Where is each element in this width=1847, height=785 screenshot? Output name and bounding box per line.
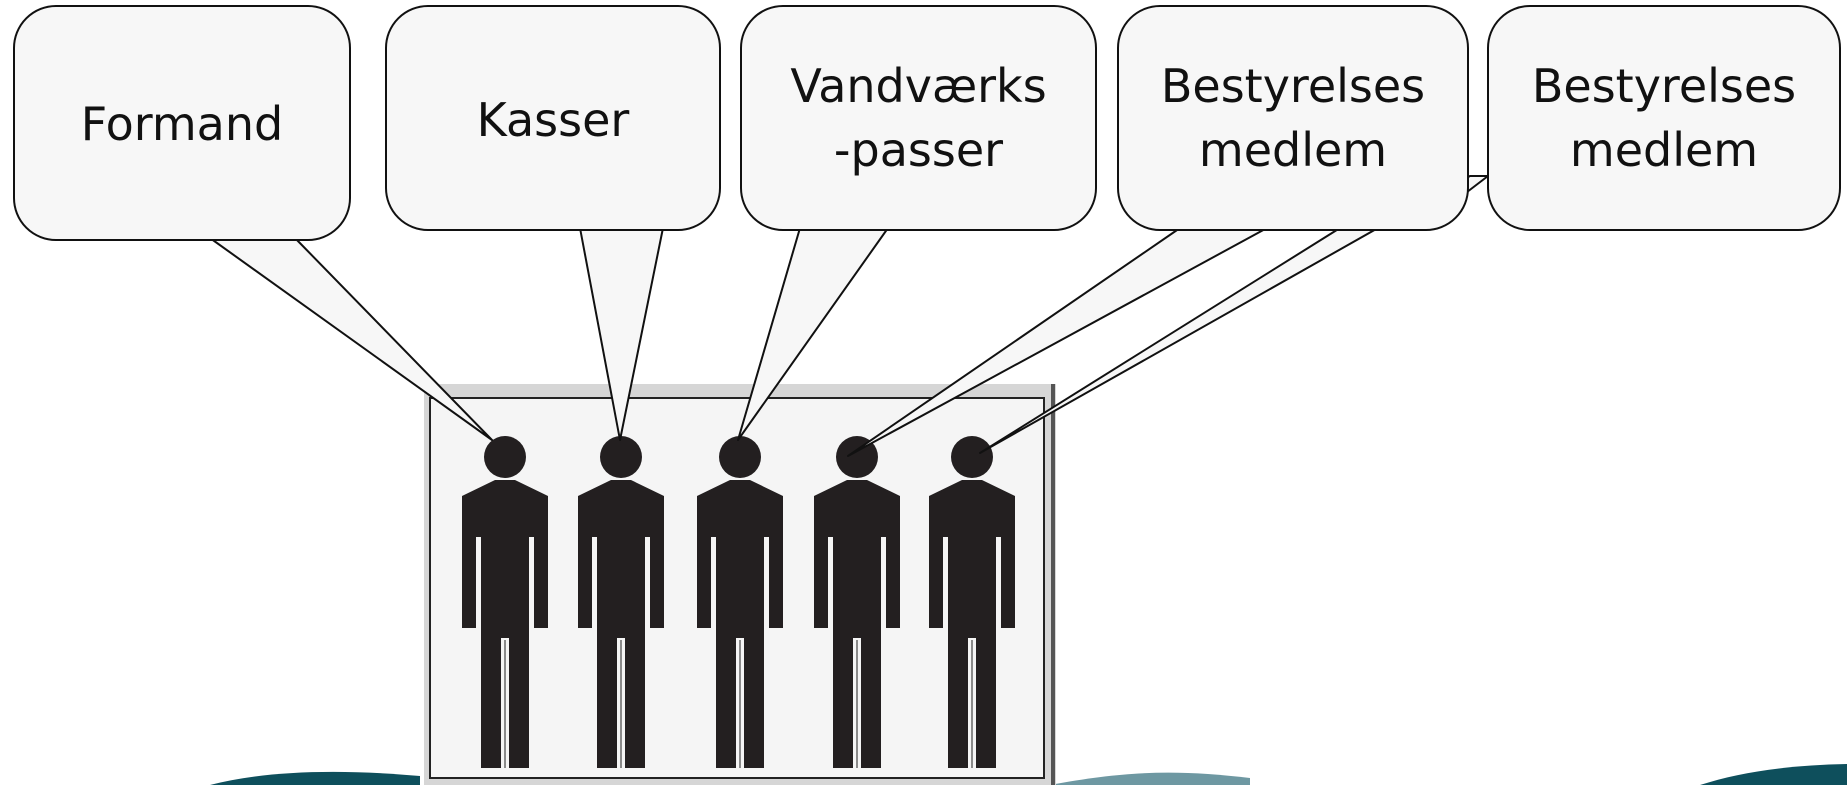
role-label: medlem [1199,123,1387,177]
role-bubbles: Formand Kasser Vandværks -passer Bestyrelses… [13,5,1841,241]
role-bubble: Vandværks -passer [740,5,1097,231]
bubble-box [13,5,351,241]
role-bubble: Bestyrelses medlem [1117,5,1469,231]
role-label: Bestyrelses [1161,59,1425,113]
person-icon [697,436,783,768]
wave-decoration [210,764,1847,785]
bubble-tail [209,237,493,441]
wave-right [1700,764,1847,785]
role-label: Kasser [477,93,630,147]
bubble-box [385,5,721,231]
role-label: -passer [834,123,1003,177]
role-label: Bestyrelses [1532,59,1796,113]
role-label: Formand [81,97,283,151]
wave-middle [1050,772,1250,785]
role-bubble: Formand [13,5,351,241]
role-label: Vandværks [790,59,1046,113]
wave-left [210,771,420,785]
person-icon [578,436,664,768]
bubble-box [1117,5,1469,231]
bubble-tail [847,227,1268,457]
role-label: medlem [1570,123,1758,177]
members-panel [424,384,1056,785]
bubble-box [1487,5,1841,231]
person-icon [462,436,548,768]
role-bubble: Bestyrelses medlem [1487,5,1841,231]
bubble-box [740,5,1097,231]
person-icon [929,436,1015,768]
people-group [462,436,1015,768]
role-bubble: Kasser [385,5,721,231]
